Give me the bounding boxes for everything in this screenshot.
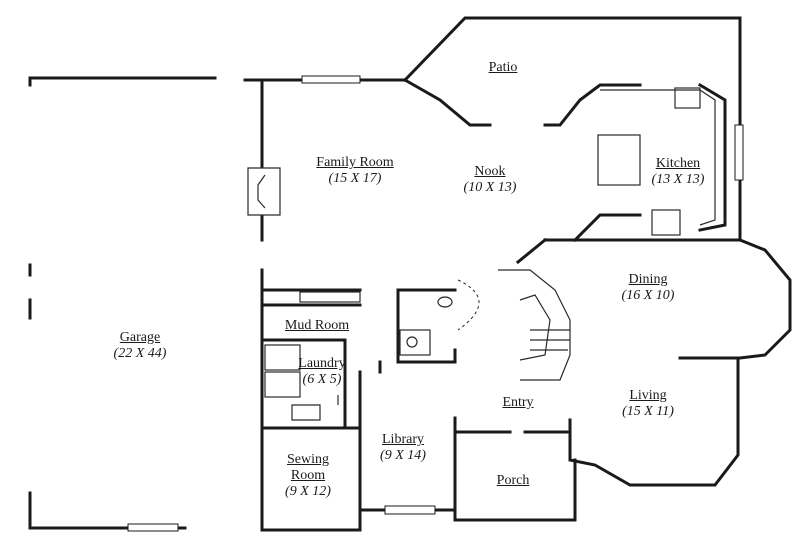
nook-label: Nook (10 X 13) bbox=[464, 164, 517, 196]
room-name: Entry bbox=[502, 395, 534, 410]
windows bbox=[127, 75, 744, 532]
porch-label: Porch bbox=[497, 473, 530, 489]
room-dimensions: (13 X 13) bbox=[651, 172, 705, 187]
room-name-line-2: Room bbox=[290, 468, 326, 483]
room-name: Porch bbox=[496, 473, 530, 488]
room-dimensions: (16 X 10) bbox=[621, 288, 675, 303]
room-name: Nook bbox=[474, 164, 506, 179]
room-dimensions: (6 X 5) bbox=[302, 372, 342, 387]
mud-room-label: Mud Room bbox=[285, 318, 349, 334]
library-label: Library (9 X 14) bbox=[380, 432, 426, 464]
room-name: Kitchen bbox=[655, 156, 701, 171]
kitchen-label: Kitchen (13 X 13) bbox=[652, 156, 705, 188]
patio-label: Patio bbox=[489, 60, 518, 76]
room-dimensions: (9 X 14) bbox=[380, 448, 426, 463]
dining-label: Dining (16 X 10) bbox=[622, 272, 675, 304]
room-dimensions: (15 X 11) bbox=[622, 404, 674, 419]
fixtures bbox=[247, 87, 716, 421]
laundry-label: Laundry (6 X 5) bbox=[298, 356, 345, 388]
room-name: Mud Room bbox=[284, 318, 350, 333]
interior-walls bbox=[260, 288, 572, 434]
room-dimensions: (10 X 13) bbox=[463, 180, 517, 195]
room-name: Library bbox=[382, 432, 424, 447]
room-name: Family Room bbox=[316, 155, 394, 170]
room-name: Living bbox=[629, 388, 667, 403]
sewing-room-label: Sewing Room (9 X 12) bbox=[285, 452, 331, 500]
room-name: Sewing bbox=[286, 452, 329, 467]
room-dimensions: (22 X 44) bbox=[113, 346, 167, 361]
exterior-walls bbox=[28, 16, 792, 532]
family-room-label: Family Room (15 X 17) bbox=[316, 155, 393, 187]
entry-label: Entry bbox=[502, 395, 533, 411]
room-name: Patio bbox=[488, 60, 518, 75]
living-label: Living (15 X 11) bbox=[622, 388, 674, 420]
room-dimensions: (15 X 17) bbox=[328, 171, 382, 186]
room-name: Garage bbox=[119, 330, 161, 345]
room-name: Dining bbox=[628, 272, 668, 287]
room-name: Laundry bbox=[298, 356, 346, 371]
garage-label: Garage (22 X 44) bbox=[114, 330, 167, 362]
room-dimensions: (9 X 12) bbox=[285, 484, 331, 499]
